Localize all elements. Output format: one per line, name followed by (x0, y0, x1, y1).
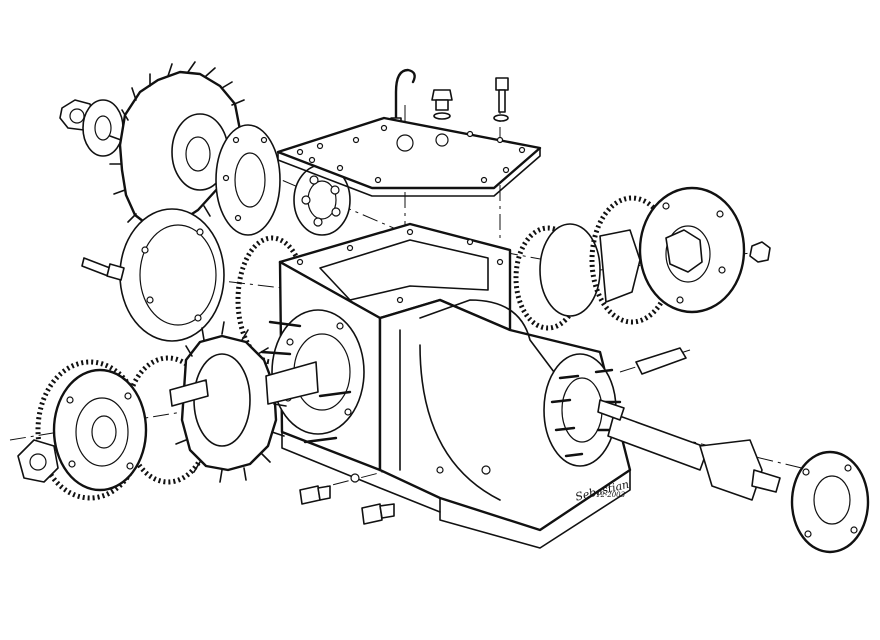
output-flange-right (790, 450, 870, 554)
hex-bolt-top (493, 77, 509, 122)
housing-studs-left (260, 320, 352, 444)
stud-bolt-left (81, 257, 125, 281)
bearing-cap-right (539, 223, 641, 317)
output-shaft (597, 399, 781, 501)
top-cover-plate (276, 116, 542, 197)
oil-plug-top (431, 89, 453, 120)
key-pin-right (635, 347, 687, 375)
washer-top-left (82, 99, 124, 157)
flange-cap-right (638, 186, 746, 314)
housing-output-face (543, 353, 622, 467)
drain-plug-bottom (299, 485, 331, 505)
artist-signature: Sebastian 12-2003 (574, 478, 630, 517)
hex-nut-right (749, 241, 771, 263)
signature-date: 12-2003 (596, 491, 626, 499)
bearing-flange-top (215, 124, 281, 236)
pinion-shaft-flange (169, 353, 251, 447)
gearbox-housing (271, 222, 632, 549)
bearing-cap-left (52, 368, 148, 492)
gasket-ring-top (119, 208, 225, 342)
hex-nut-left-front (17, 439, 59, 483)
hex-bolt-bottom (361, 503, 395, 525)
